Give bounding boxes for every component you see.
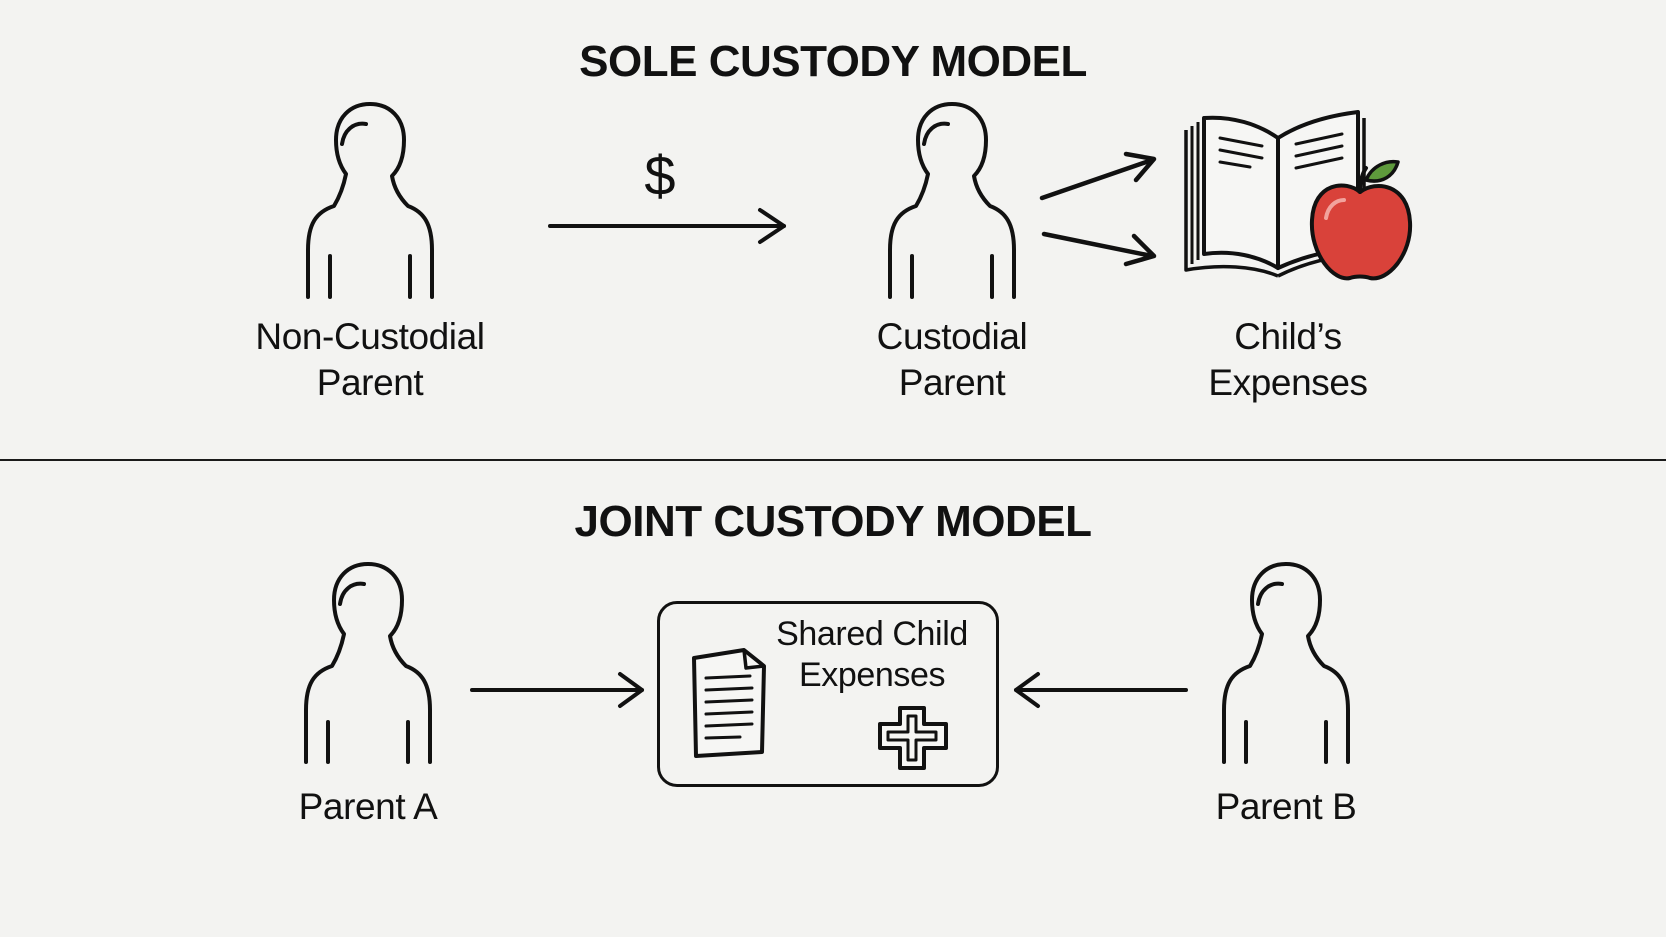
medical-cross-icon (878, 706, 948, 770)
parent-a-label: Parent A (298, 786, 438, 827)
document-icon (692, 648, 766, 758)
apple-icon (1309, 159, 1413, 281)
childs-expenses-label: Child’s Expenses (1208, 316, 1368, 403)
section-divider (0, 459, 1666, 461)
parent-b-person-icon (1222, 562, 1350, 764)
payment-arrow-icon (548, 208, 786, 244)
sole-custody-title: SOLE CUSTODY MODEL (579, 37, 1087, 86)
non-custodial-parent-person-icon (306, 102, 434, 299)
shared-expenses-box (657, 601, 999, 787)
shared-child-expenses-label: Shared Child Expenses (776, 615, 968, 694)
parent-a-person-icon (304, 562, 432, 764)
parent-a-arrow-icon (470, 672, 644, 708)
custodial-parent-person-icon (888, 102, 1016, 299)
non-custodial-parent-label: Non-Custodial Parent (255, 316, 485, 403)
dollar-sign: $ (644, 144, 676, 207)
expense-arrows-icon (1039, 151, 1157, 267)
joint-custody-title: JOINT CUSTODY MODEL (574, 497, 1092, 546)
book-icon (1184, 110, 1366, 278)
parent-b-arrow-icon (1014, 672, 1188, 708)
parent-b-label: Parent B (1215, 786, 1357, 827)
custodial-parent-label: Custodial Parent (876, 316, 1028, 403)
